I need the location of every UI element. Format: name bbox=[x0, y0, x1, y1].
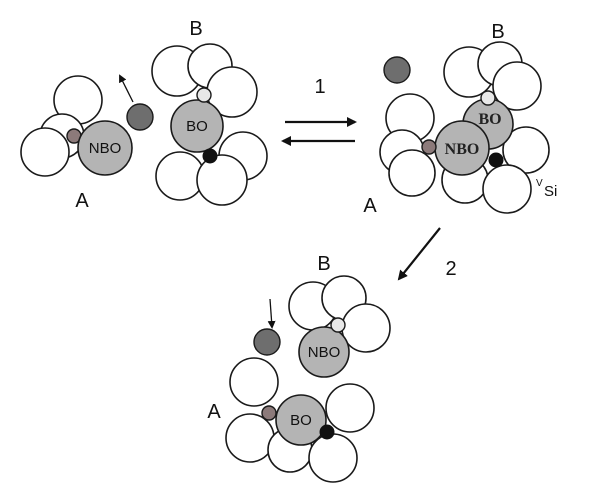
left-tetrahedron-b: BO bbox=[151, 43, 268, 206]
nbo-atom bbox=[298, 326, 350, 378]
mobile-cation bbox=[126, 103, 154, 131]
bo-label: BO bbox=[290, 412, 312, 429]
bo-atom bbox=[275, 394, 327, 446]
silicon-atom bbox=[421, 139, 437, 155]
nbo-atom bbox=[77, 120, 133, 176]
nbo-label: NBO bbox=[308, 344, 341, 361]
mobile-cation bbox=[253, 328, 281, 356]
label-b: B bbox=[189, 18, 202, 40]
bottom-structure: NBO BO A B bbox=[207, 253, 391, 483]
label-a: A bbox=[207, 401, 221, 423]
cation-motion-arrow bbox=[267, 298, 276, 329]
oxygen-atom bbox=[196, 154, 248, 206]
label-b: B bbox=[317, 253, 330, 275]
oxygen-atom bbox=[492, 61, 542, 111]
vsi-main: Si bbox=[544, 183, 557, 200]
left-structure: NBO BO A B bbox=[20, 18, 268, 212]
silicon-atom-light bbox=[330, 317, 346, 333]
oxygen-atom bbox=[20, 127, 70, 177]
bo-label: BO bbox=[478, 111, 501, 128]
bo-atom bbox=[170, 99, 224, 153]
label-a: A bbox=[75, 190, 89, 212]
left-tetrahedron-a: NBO bbox=[20, 75, 133, 177]
vsi-label: V Si bbox=[536, 173, 557, 200]
silicon-atom-light bbox=[480, 90, 496, 106]
bottom-tetrahedron-a: BO bbox=[225, 357, 375, 483]
oxygen-atom bbox=[482, 164, 532, 214]
silicon-atom-light bbox=[196, 87, 212, 103]
step-2-arrow-group: 2 bbox=[397, 227, 457, 281]
cation-motion-arrow bbox=[119, 74, 134, 103]
oxygen-atom bbox=[308, 433, 358, 483]
nbo-label: NBO bbox=[89, 140, 122, 157]
oxygen-atom bbox=[502, 126, 550, 174]
silicon-atom-dark bbox=[488, 152, 504, 168]
step-1-label: 1 bbox=[314, 76, 325, 98]
bottom-tetrahedron-b: NBO bbox=[288, 275, 391, 378]
bo-label: BO bbox=[186, 118, 208, 135]
oxygen-atom bbox=[325, 383, 375, 433]
step-2-arrow bbox=[397, 227, 441, 281]
equilibrium-arrows: 1 bbox=[281, 76, 357, 146]
oxygen-atom bbox=[388, 149, 436, 197]
silicon-atom bbox=[261, 405, 277, 421]
mobile-cation bbox=[383, 56, 411, 84]
oxygen-atom bbox=[229, 357, 279, 407]
step-2-label: 2 bbox=[445, 258, 456, 280]
silicon-atom-dark bbox=[319, 424, 335, 440]
right-structure: BO NBO A B V Si bbox=[363, 21, 557, 217]
nbo-label: NBO bbox=[445, 141, 480, 158]
oxygen-atom bbox=[341, 303, 391, 353]
vsi-superscript: V bbox=[536, 178, 543, 189]
label-b: B bbox=[491, 21, 504, 43]
silicon-atom-dark bbox=[202, 148, 218, 164]
oxygen-atom bbox=[225, 413, 275, 463]
label-a: A bbox=[363, 195, 377, 217]
